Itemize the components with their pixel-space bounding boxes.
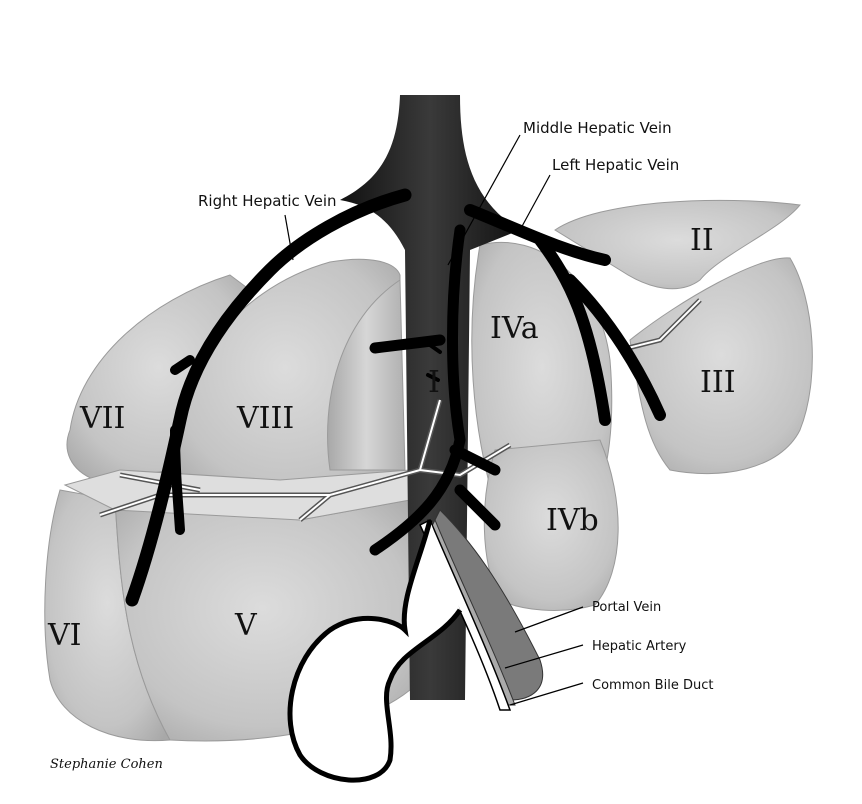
- label-segment-v: V: [234, 608, 258, 643]
- label-portal-vein: Portal Vein: [592, 600, 661, 615]
- label-segment-ivb: IVb: [546, 503, 599, 538]
- middle-hepatic-vein: [369, 224, 501, 556]
- leader-common-bile-duct: [509, 682, 584, 706]
- artist-signature: Stephanie Cohen: [50, 757, 163, 772]
- caudate-veins: [426, 343, 442, 382]
- label-hepatic-artery: Hepatic Artery: [592, 639, 687, 654]
- gallbladder: [287, 519, 463, 783]
- label-segment-vii: VII: [79, 401, 125, 436]
- leader-left-hepatic-vein: [519, 174, 551, 231]
- right-hepatic-vein: [125, 188, 412, 607]
- label-segment-i: I: [428, 365, 440, 400]
- left-hepatic-vein: [464, 204, 666, 426]
- label-segment-iva: IVa: [490, 311, 539, 346]
- label-segment-viii: VIII: [236, 401, 294, 436]
- label-common-bile-duct: Common Bile Duct: [592, 678, 713, 693]
- label-left-hepatic-vein: Left Hepatic Vein: [552, 156, 679, 174]
- inferior-vena-cava: [340, 95, 520, 700]
- segment-iii-shape: [629, 257, 813, 475]
- leader-portal-vein: [514, 606, 584, 633]
- leader-middle-hepatic-vein: [447, 134, 521, 266]
- leader-hepatic-artery: [504, 644, 584, 669]
- leader-right-hepatic-vein: [284, 214, 294, 261]
- segment-viii-inner: [327, 279, 406, 471]
- label-segment-ii: II: [690, 223, 714, 258]
- label-segment-vi: VI: [47, 618, 82, 653]
- right-hepatic-branch: [170, 355, 195, 535]
- label-right-hepatic-vein: Right Hepatic Vein: [198, 192, 337, 210]
- label-segment-iii: III: [700, 365, 736, 400]
- label-middle-hepatic-vein: Middle Hepatic Vein: [523, 119, 672, 137]
- segment-ivb-shape: [483, 439, 619, 611]
- segment-ii-shape: [554, 199, 801, 290]
